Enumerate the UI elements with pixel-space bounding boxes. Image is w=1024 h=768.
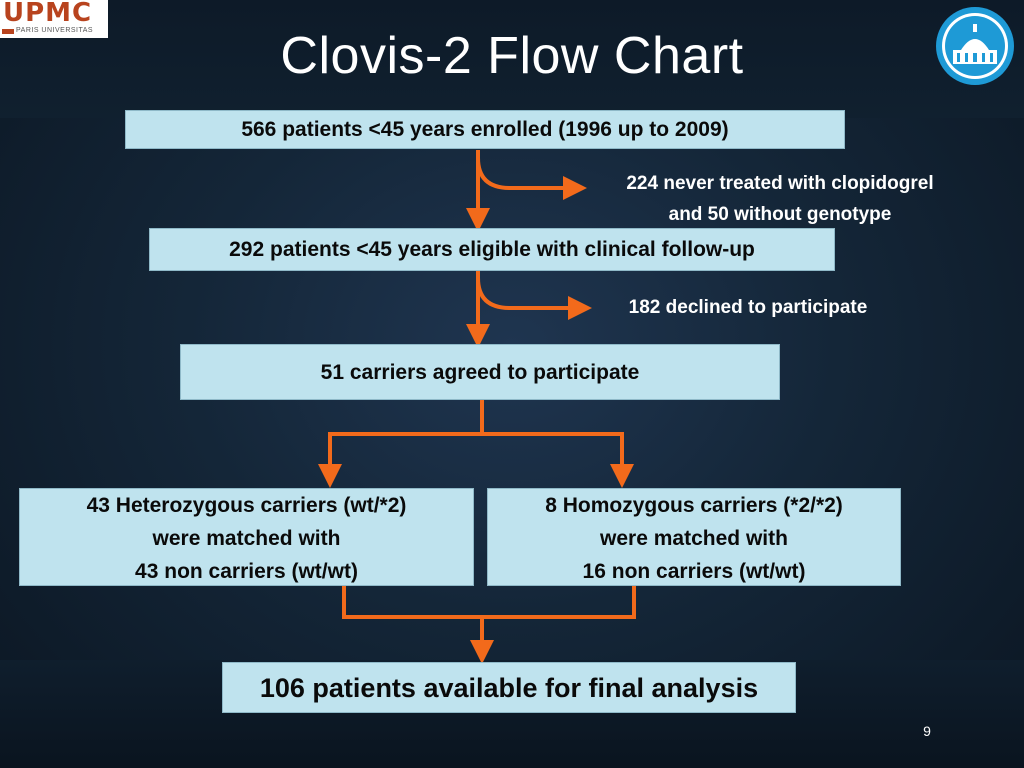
header-band bbox=[0, 0, 1024, 118]
upmc-logo: UPMC PARIS UNIVERSITAS bbox=[0, 0, 108, 38]
upmc-logo-subtext: PARIS UNIVERSITAS bbox=[16, 27, 94, 34]
agreed-box: 51 carriers agreed to participate bbox=[180, 344, 780, 400]
homo-line-2: were matched with bbox=[600, 527, 788, 550]
heterozygous-box: 43 Heterozygous carriers (wt/*2) were ma… bbox=[19, 488, 474, 586]
hetero-line-1: 43 Heterozygous carriers (wt/*2) bbox=[86, 494, 407, 517]
final-text: 106 patients available for final analysi… bbox=[259, 673, 759, 703]
slide-number: 9 bbox=[923, 723, 931, 739]
university-seal-icon bbox=[936, 7, 1014, 85]
eligible-text: 292 patients <45 years eligible with cli… bbox=[229, 238, 755, 261]
hetero-line-3: 43 non carriers (wt/wt) bbox=[135, 560, 358, 583]
excluded-line-2: and 50 without genotype bbox=[668, 204, 892, 225]
logo-bars-icon bbox=[2, 29, 14, 34]
hetero-line-2: were matched with bbox=[152, 527, 341, 550]
upmc-logo-text: UPMC bbox=[3, 0, 93, 28]
excluded-note: 224 never treated with clopidogrel and 5… bbox=[588, 168, 972, 230]
agreed-text: 51 carriers agreed to participate bbox=[320, 361, 640, 384]
eligible-box: 292 patients <45 years eligible with cli… bbox=[149, 228, 835, 271]
homo-line-3: 16 non carriers (wt/wt) bbox=[582, 560, 806, 583]
homozygous-box: 8 Homozygous carriers (*2/*2) were match… bbox=[487, 488, 901, 586]
enrolled-text: 566 patients <45 years enrolled (1996 up… bbox=[241, 118, 729, 141]
arrow-to-declined bbox=[476, 277, 592, 320]
final-box: 106 patients available for final analysi… bbox=[222, 662, 796, 713]
homo-line-1: 8 Homozygous carriers (*2/*2) bbox=[545, 494, 843, 517]
enrolled-box: 566 patients <45 years enrolled (1996 up… bbox=[125, 110, 845, 149]
arrow-to-excluded bbox=[476, 157, 587, 200]
declined-note: 182 declined to participate bbox=[596, 295, 900, 321]
slide-title: Clovis-2 Flow Chart bbox=[280, 27, 744, 85]
excluded-line-1: 224 never treated with clopidogrel bbox=[626, 173, 934, 194]
declined-text: 182 declined to participate bbox=[628, 297, 868, 318]
